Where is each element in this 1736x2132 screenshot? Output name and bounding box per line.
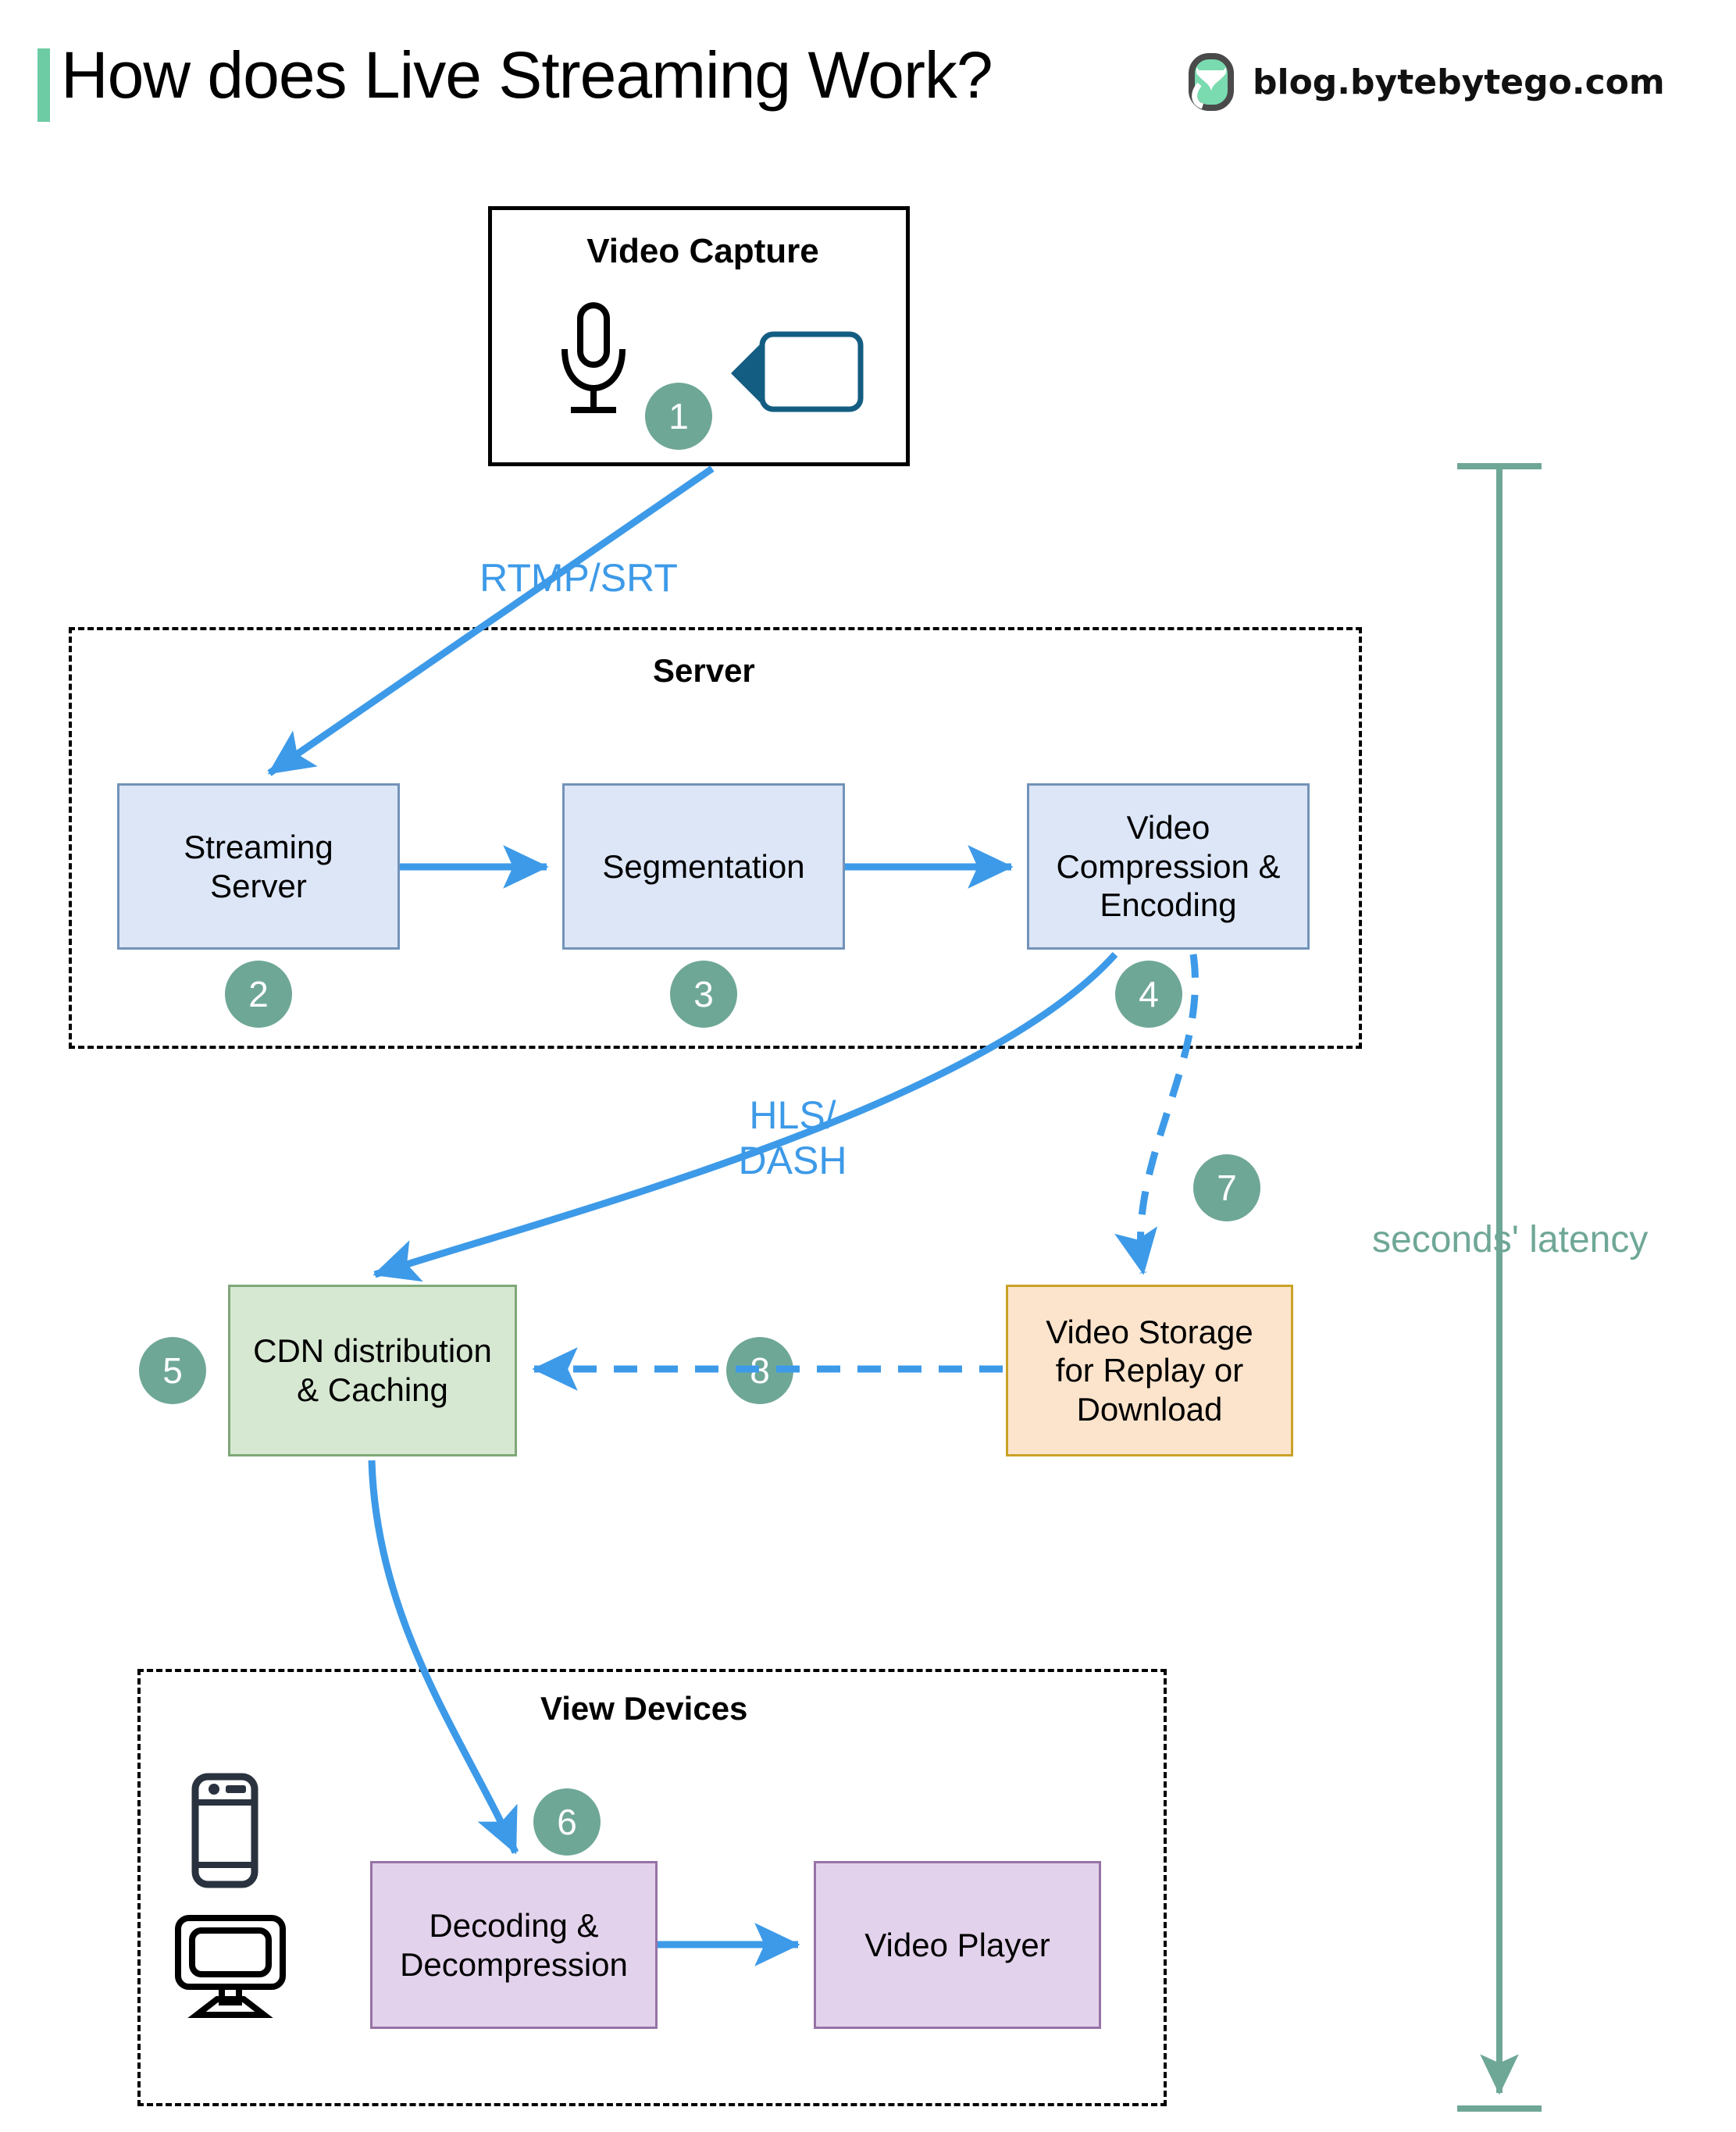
brand-text: blog.bytebytego.com (1253, 62, 1665, 102)
brand: blog.bytebytego.com (1187, 53, 1665, 111)
page-title: How does Live Streaming Work? (61, 38, 993, 112)
video-capture-title: Video Capture (586, 232, 819, 270)
step-badge-4: 4 (1115, 961, 1182, 1028)
step-badge-2: 2 (225, 961, 292, 1028)
node-segmentation[interactable]: Segmentation (562, 783, 845, 950)
step-badge-8: 8 (726, 1337, 793, 1404)
desktop-monitor-icon (172, 1912, 289, 2025)
step-badge-6: 6 (533, 1788, 601, 1856)
node-video-player[interactable]: Video Player (814, 1861, 1101, 2029)
step-badge-7: 7 (1193, 1154, 1260, 1221)
step-badge-3: 3 (670, 961, 737, 1028)
video-camera-icon (725, 328, 865, 419)
node-decoding-decompression[interactable]: Decoding & Decompression (370, 1861, 658, 2029)
view-devices-group (137, 1669, 1167, 2106)
title-bar: How does Live Streaming Work? blog.byteb… (0, 0, 1736, 156)
smartphone-icon (191, 1773, 258, 1892)
title-accent-bar (37, 48, 50, 122)
microphone-icon (551, 301, 636, 422)
step-badge-5: 5 (139, 1337, 206, 1404)
node-streaming-server[interactable]: Streaming Server (117, 783, 400, 950)
bytebytego-logo-icon (1187, 53, 1245, 111)
edge-label-rtmp-srt: RTMP/SRT (479, 556, 678, 600)
server-group-label: Server (653, 652, 755, 689)
node-video-storage[interactable]: Video Storage for Replay or Download (1006, 1285, 1293, 1456)
view-devices-group-label: View Devices (540, 1690, 748, 1727)
node-video-compression-encoding[interactable]: Video Compression & Encoding (1027, 783, 1310, 950)
step-badge-1: 1 (645, 383, 712, 450)
latency-label: seconds' latency (1372, 1219, 1649, 1260)
node-cdn-distribution-caching[interactable]: CDN distribution & Caching (228, 1285, 517, 1456)
edge-label-hls-dash: HLS/ DASH (738, 1093, 847, 1182)
